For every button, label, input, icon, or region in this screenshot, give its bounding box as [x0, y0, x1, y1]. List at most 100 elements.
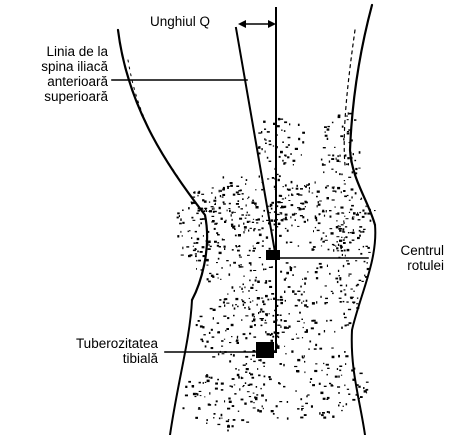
stipple-dot	[363, 231, 365, 233]
stipple-dot	[330, 228, 333, 229]
stipple-dot	[285, 214, 288, 216]
stipple-dot	[274, 211, 275, 213]
stipple-dot	[297, 226, 299, 227]
stipple-dot	[301, 294, 303, 296]
stipple-dot	[276, 405, 278, 407]
stipple-dot	[197, 238, 200, 240]
stipple-dot	[229, 210, 231, 212]
stipple-dot	[254, 324, 256, 326]
stipple-dot	[324, 386, 327, 387]
stipple-dot	[249, 262, 252, 264]
stipple-dot	[207, 242, 209, 244]
stipple-dot	[220, 279, 222, 280]
stipple-dot	[336, 247, 338, 249]
stipple-dot	[343, 301, 345, 302]
stipple-dot	[253, 407, 256, 408]
stipple-dot	[359, 280, 362, 281]
stipple-dot	[235, 298, 238, 300]
stipple-dot	[242, 301, 244, 303]
stipple-dot	[235, 368, 237, 369]
stipple-dot	[241, 399, 244, 401]
stipple-dot	[243, 365, 246, 366]
stipple-dot	[343, 221, 344, 222]
stipple-dot	[248, 215, 251, 216]
stipple-dot	[327, 138, 329, 140]
stipple-dot	[339, 366, 342, 368]
stipple-dot	[306, 300, 308, 302]
stipple-dot	[207, 244, 210, 245]
stipple-dot	[296, 213, 297, 214]
stipple-dot	[203, 255, 206, 257]
stipple-dot	[210, 377, 212, 379]
stipple-dot	[217, 322, 219, 324]
stipple-dot	[248, 230, 249, 232]
stipple-dot	[221, 267, 222, 269]
stipple-dot	[237, 306, 239, 308]
stipple-dot	[248, 308, 250, 310]
stipple-dot	[241, 299, 242, 300]
stipple-dot	[280, 119, 283, 120]
stipple-dot	[232, 249, 234, 251]
stipple-dot	[211, 206, 214, 207]
stipple-dot	[213, 211, 215, 213]
stipple-dot	[313, 246, 316, 248]
stipple-dot	[292, 214, 295, 216]
stipple-dot	[300, 286, 302, 288]
stipple-dot	[327, 265, 328, 267]
stipple-dot	[331, 348, 333, 349]
stipple-dot	[286, 146, 289, 148]
stipple-dot	[261, 189, 263, 191]
stipple-dot	[277, 299, 280, 300]
stipple-dot	[365, 276, 367, 278]
stipple-dot	[294, 293, 297, 295]
stipple-dot	[243, 276, 245, 277]
stipple-dot	[249, 280, 250, 282]
stipple-dot	[235, 304, 237, 305]
stipple-dot	[319, 383, 321, 385]
stipple-dot	[272, 229, 273, 230]
stipple-dot	[204, 396, 205, 397]
stipple-dot	[325, 131, 326, 133]
stipple-dot	[182, 222, 184, 224]
stipple-dot	[355, 168, 357, 170]
stipple-dot	[306, 184, 309, 185]
stipple-dot	[280, 326, 281, 328]
stipple-dot	[315, 344, 317, 346]
stipple-dot	[181, 255, 184, 256]
stipple-dot	[357, 237, 360, 239]
stipple-dot	[238, 190, 241, 191]
stipple-dot	[217, 234, 220, 236]
stipple-dot	[194, 242, 196, 244]
stipple-dot	[183, 407, 185, 409]
stipple-dot	[273, 315, 275, 317]
stipple-dot	[338, 355, 340, 358]
stipple-dot	[269, 267, 272, 268]
stipple-dot	[209, 392, 210, 394]
stipple-dot	[304, 282, 306, 284]
stipple-dot	[262, 300, 264, 303]
stipple-dot	[322, 412, 325, 414]
stipple-dot	[325, 187, 327, 189]
stipple-dot	[207, 278, 209, 280]
stipple-dot	[219, 207, 221, 209]
stipple-dot	[368, 252, 371, 253]
stipple-dot	[202, 340, 204, 342]
patella-center-label-2: rotulei	[380, 258, 444, 273]
stipple-dot	[248, 197, 249, 199]
stipple-dot	[212, 356, 215, 357]
stipple-dot	[326, 235, 327, 237]
stipple-dot	[315, 227, 316, 228]
stipple-dot	[267, 131, 270, 133]
stipple-dot	[234, 308, 236, 310]
stipple-dot	[198, 210, 201, 212]
stipple-dot	[299, 312, 301, 314]
stipple-dot	[240, 264, 241, 266]
stipple-dot	[313, 249, 315, 250]
stipple-dot	[235, 235, 237, 237]
stipple-dot	[291, 204, 294, 206]
stipple-dot	[214, 413, 216, 415]
stipple-dot	[262, 311, 265, 313]
stipple-dot	[288, 137, 291, 139]
stipple-dot	[210, 246, 212, 247]
stipple-dot	[336, 226, 339, 228]
